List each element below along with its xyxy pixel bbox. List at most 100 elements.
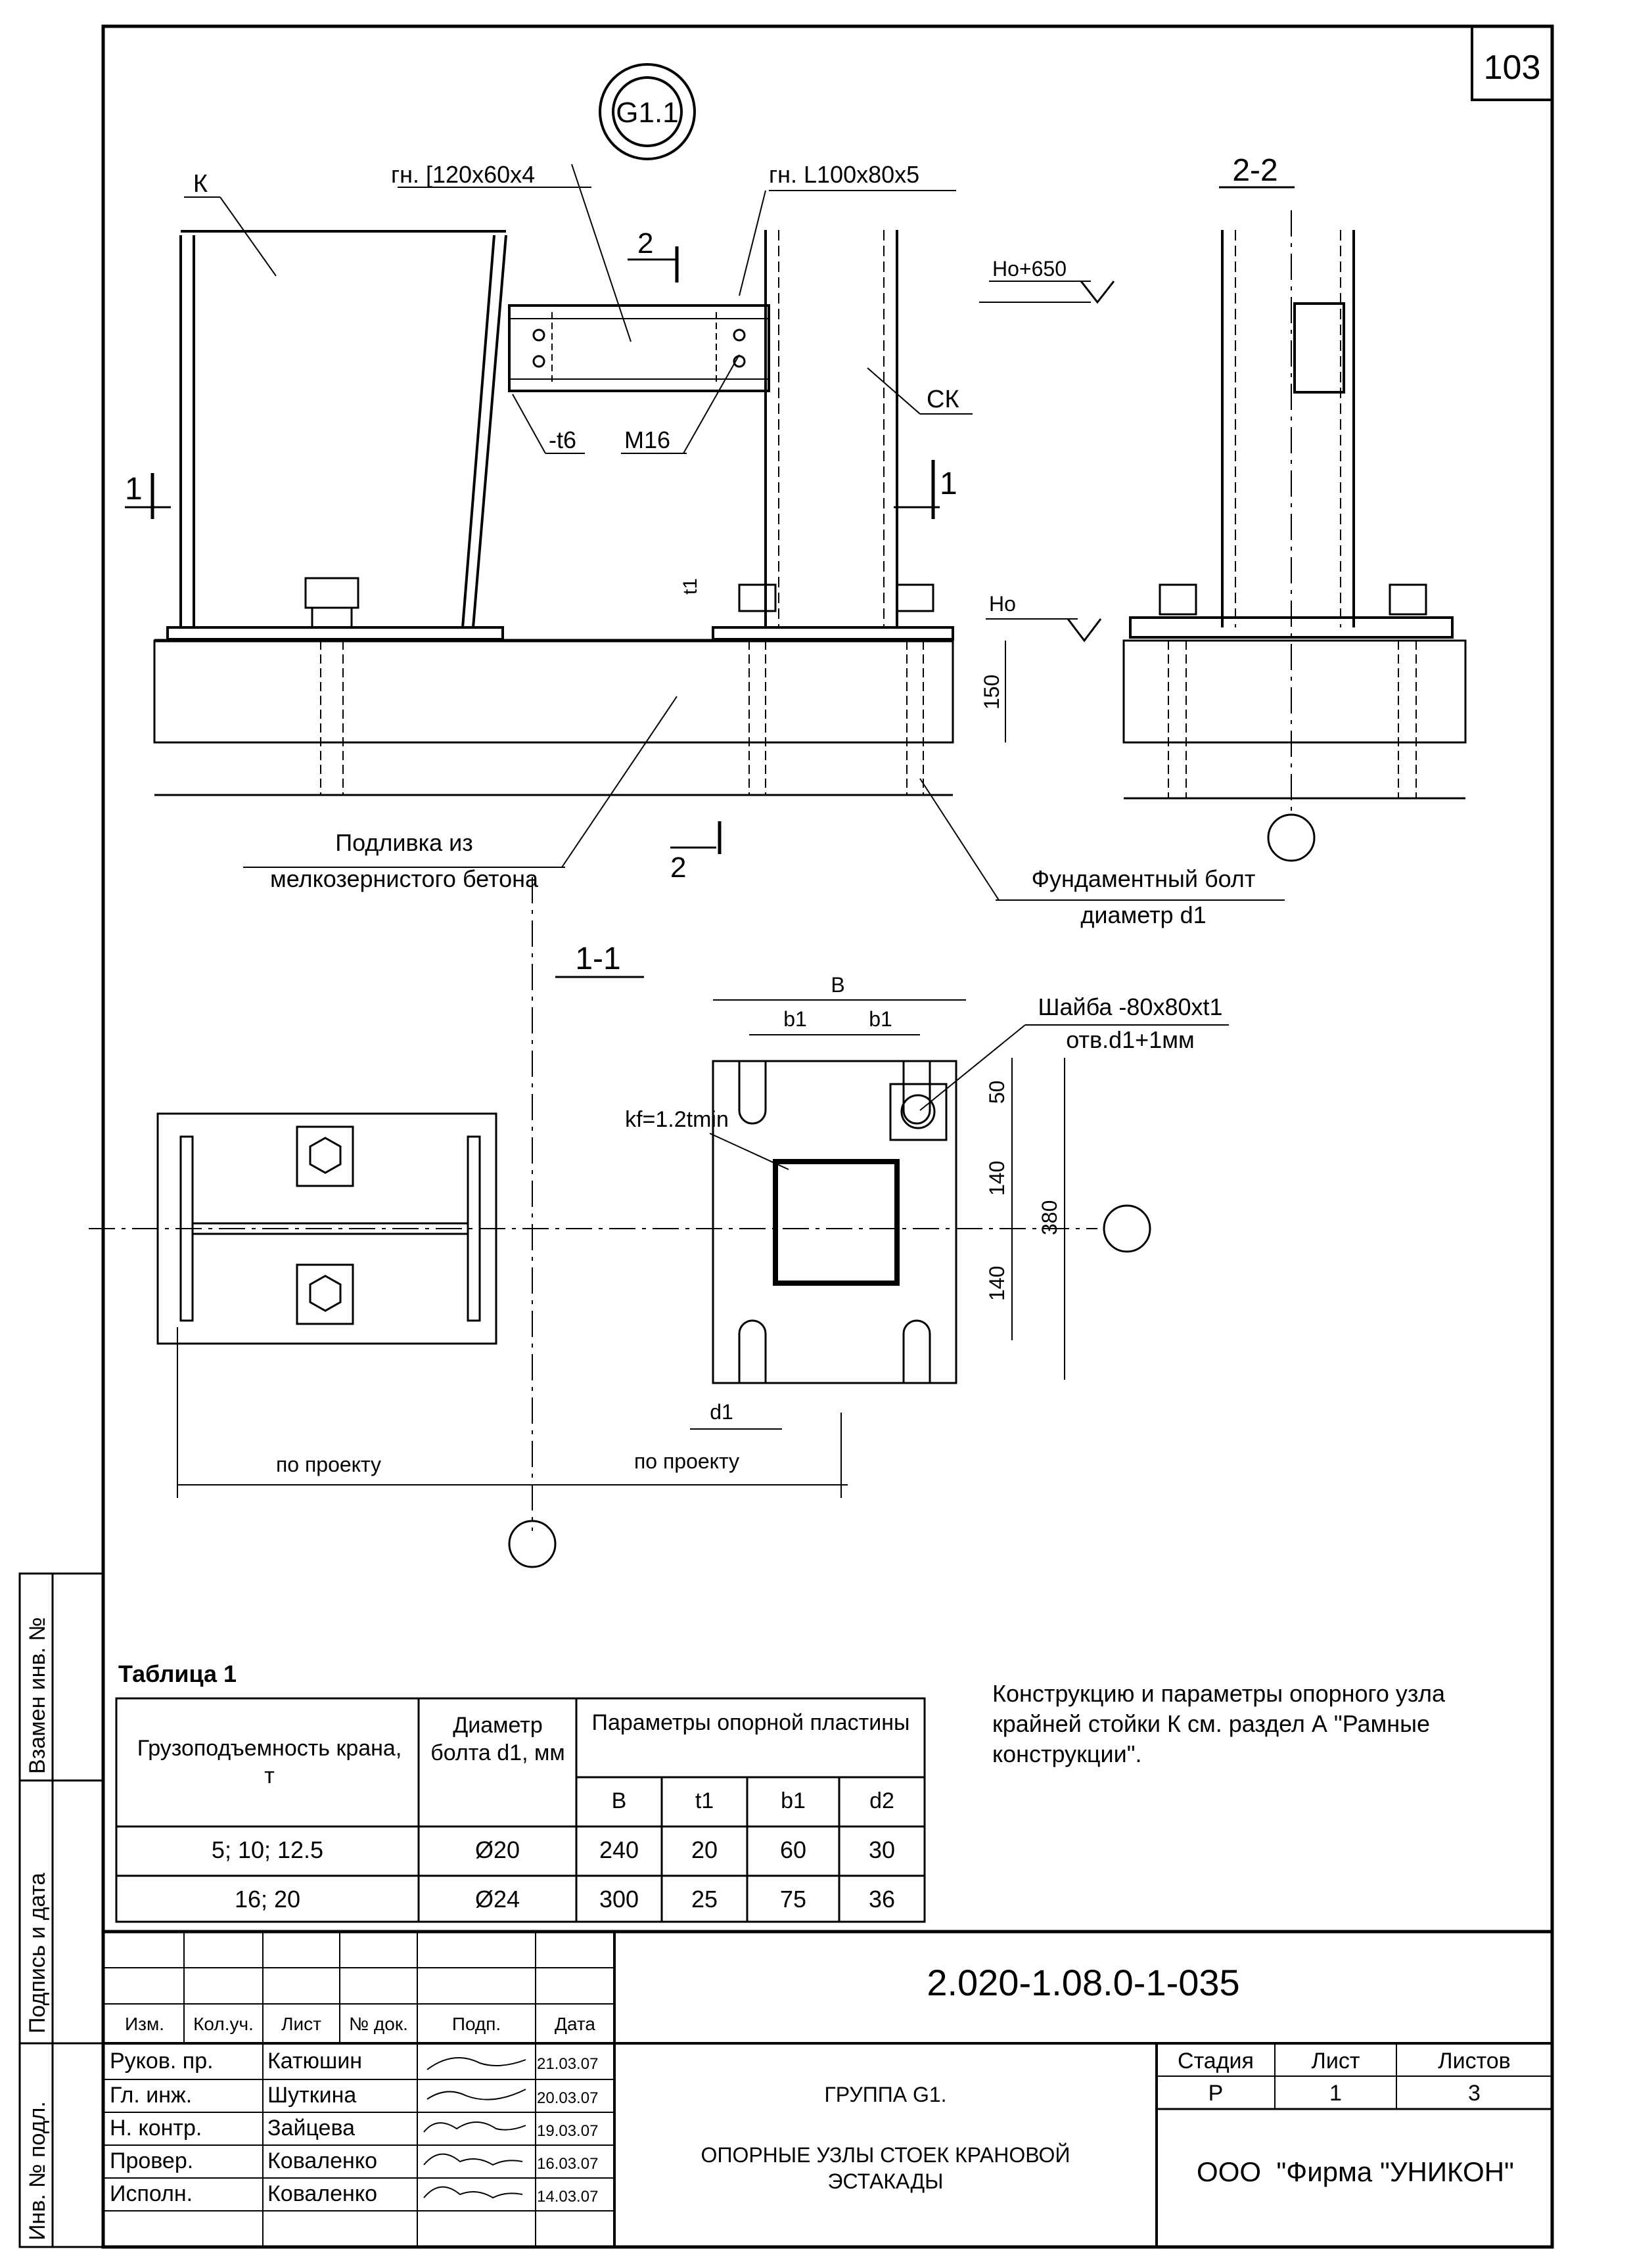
col-data: Дата	[554, 2014, 595, 2034]
role: Н. контр.	[110, 2116, 202, 2141]
doc-code: 2.020-1.08.0-1-035	[927, 1962, 1240, 2003]
column-ck	[764, 230, 898, 627]
section-1-1-view: 1-1 B b1 b1 Шайба -80х80хt	[89, 877, 1229, 1568]
plan-dim-b: B	[831, 973, 844, 997]
table1-header-capacity: Грузоподъемность крана, т	[137, 1736, 402, 1788]
by-project-left: по проекту	[276, 1453, 381, 1476]
col-izm: Изм.	[125, 2014, 164, 2034]
section-1-right: 1	[940, 466, 957, 501]
sign-date: 16.03.07	[537, 2155, 599, 2173]
table-row: 16; 20 Ø24 300 25 75 36	[116, 1886, 925, 1918]
page-number: 103	[1484, 49, 1541, 87]
table1-r0-b: 240	[599, 1836, 639, 1863]
sheet-value: 1	[1329, 2081, 1342, 2106]
table1-r0-t1: 20	[691, 1836, 718, 1863]
section-2-bottom: 2	[670, 851, 686, 884]
role: Руков. пр.	[110, 2049, 214, 2074]
table-1: Таблица 1	[115, 1660, 926, 1923]
stamp-replaced-inv: Взамен инв. №	[25, 1617, 50, 1774]
plan-dim-50: 50	[985, 1080, 1009, 1104]
elevation-view: К гн. [120х60х4 гн. L100x80x5 -t6 М16 СК	[125, 161, 1285, 928]
col-ndoc: № док.	[349, 2014, 408, 2034]
list-item: Исполн. Коваленко 14.03.07	[103, 2181, 614, 2211]
dim-150: 150	[980, 675, 1003, 710]
washer-label-2: отв.d1+1мм	[1066, 1026, 1194, 1053]
table1-r1-t1: 25	[691, 1886, 718, 1913]
role: Гл. инж.	[110, 2083, 193, 2108]
table1-caption: Таблица 1	[118, 1660, 237, 1687]
stage-label: Стадия	[1178, 2049, 1254, 2074]
col-kol: Кол.уч.	[193, 2014, 254, 2034]
column-k-label: К	[193, 170, 208, 198]
title-line-2: ОПОРНЫЕ УЗЛЫ СТОЕК КРАНОВОЙ	[701, 2143, 1070, 2167]
table1-r1-diameter: Ø24	[474, 1886, 520, 1913]
table1-header-b: B	[611, 1788, 627, 1813]
construction-note: Конструкцию и параметры опорного узла кр…	[992, 1680, 1446, 1767]
role: Провер.	[110, 2148, 194, 2173]
t1-label: t1	[679, 578, 701, 595]
sign-date: 19.03.07	[537, 2122, 599, 2140]
plan-dim-380: 380	[1038, 1200, 1061, 1235]
table-row: 5; 10; 12.5 Ø20 240 20 60 30	[116, 1836, 925, 1869]
stamp-sign-date: Подпись и дата	[25, 1872, 50, 2033]
table1-r1-b: 300	[599, 1886, 639, 1913]
node-mark-label: G1.1	[616, 97, 678, 129]
column-k	[179, 230, 507, 628]
stage-value: Р	[1208, 2081, 1224, 2106]
stamp-orig-inv: Инв. № подл.	[25, 2101, 50, 2240]
washer-label-1: Шайба -80х80хt1	[1038, 993, 1222, 1020]
person-name: Коваленко	[267, 2181, 377, 2206]
plan-dim-140a: 140	[985, 1161, 1009, 1196]
weld-kf-label: kf=1.2tmin	[625, 1107, 729, 1132]
col-list: Лист	[281, 2014, 321, 2034]
height-ho: Ho	[989, 592, 1016, 616]
table1-header-d2: d2	[869, 1788, 894, 1813]
column-ck-label: СК	[927, 386, 959, 413]
sign-date: 21.03.07	[537, 2055, 599, 2073]
angle-label: гн. L100x80x5	[769, 161, 919, 188]
bolt-m16-label: М16	[624, 426, 670, 453]
list-item: Н. контр. Зайцева 19.03.07	[103, 2116, 614, 2145]
plan-dim-140b: 140	[985, 1266, 1009, 1301]
sign-date: 14.03.07	[537, 2188, 599, 2206]
table1-r0-diameter: Ø20	[474, 1836, 520, 1863]
channel-beam	[508, 304, 770, 392]
title-group: ГРУППА G1.	[824, 2083, 947, 2106]
person-name: Коваленко	[267, 2148, 377, 2173]
person-name: Зайцева	[267, 2116, 356, 2141]
grout-label-2: мелкозернистого бетона	[270, 865, 539, 892]
page-number-box	[1471, 25, 1553, 101]
section-1-left: 1	[125, 472, 143, 507]
node-mark: G1.1	[599, 63, 696, 160]
sheet-label: Лист	[1311, 2049, 1360, 2074]
section-2-top: 2	[637, 227, 653, 260]
table1-header-params: Параметры опорной пластины	[591, 1710, 910, 1735]
section-11-title: 1-1	[575, 941, 620, 976]
person-name: Катюшин	[267, 2049, 363, 2074]
col-podp: Подп.	[451, 2014, 501, 2034]
table1-r1-d2: 36	[868, 1886, 896, 1913]
table1-r0-d2: 30	[868, 1836, 896, 1863]
grout-label-1: Подливка из	[335, 829, 473, 856]
channel-label: гн. [120х60х4	[391, 161, 535, 188]
bolt-label-1: Фундаментный болт	[1032, 865, 1256, 892]
list-item: Провер. Коваленко 16.03.07	[103, 2148, 614, 2178]
list-item: Гл. инж. Шуткина 20.03.07	[103, 2083, 614, 2112]
by-project-right: по проекту	[634, 1449, 739, 1473]
role: Исполн.	[110, 2181, 193, 2206]
plate-label: -t6	[549, 426, 576, 453]
sign-date: 20.03.07	[537, 2089, 599, 2107]
plan-dim-b1-right: b1	[869, 1007, 892, 1031]
side-stamp: Взамен инв. № Подпись и дата Инв. № подл…	[18, 1572, 104, 2248]
table1-r1-capacity: 16; 20	[234, 1886, 301, 1913]
table1-r0-b1: 60	[779, 1836, 807, 1863]
table1-header-t1: t1	[695, 1788, 714, 1813]
height-ho650: Ho+650	[992, 257, 1067, 281]
foundation	[153, 639, 954, 744]
section-2-2-view: 2-2	[1122, 153, 1467, 862]
title-line-3: ЭСТАКАДЫ	[827, 2169, 944, 2193]
sheets-label: Листов	[1438, 2049, 1511, 2074]
table1-header-b1: b1	[781, 1788, 806, 1813]
section-22-title: 2-2	[1232, 153, 1277, 188]
